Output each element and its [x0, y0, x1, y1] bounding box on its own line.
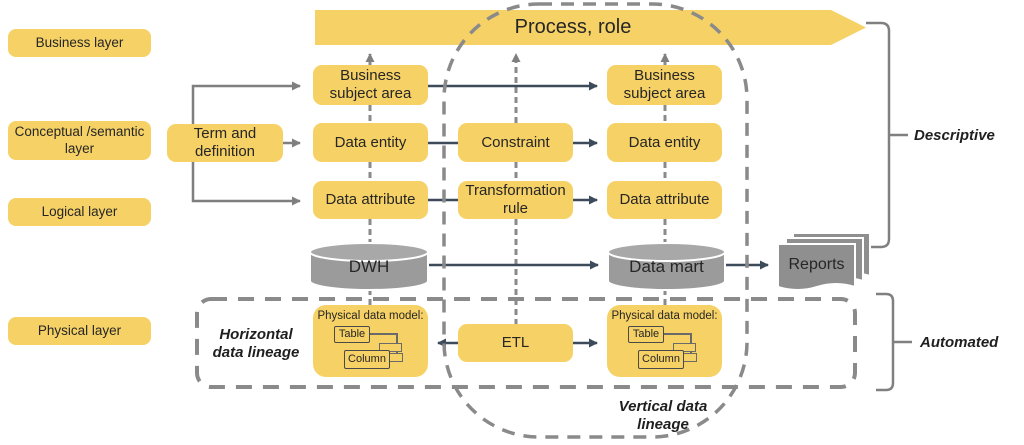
mini-column-box: Column [638, 350, 684, 369]
automated-bracket [876, 292, 912, 392]
box-data-entity-left: Data entity [313, 123, 428, 162]
mini-rect [379, 343, 402, 352]
mini-column-box: Column [344, 350, 390, 369]
box-constraint: Constraint [458, 123, 573, 162]
layer-label-business: Business layer [8, 29, 151, 57]
layer-label-logical: Logical layer [8, 198, 151, 226]
box-etl: ETL [458, 324, 573, 362]
process-role-label: Process, role [514, 16, 632, 38]
box-data-attribute-left: Data attribute [313, 181, 428, 219]
annotation-descriptive: Descriptive [914, 127, 995, 144]
mini-table-box: Table [628, 326, 664, 343]
data-mart-label: Data mart [629, 257, 704, 276]
mini-connector [664, 333, 692, 335]
layer-label-conceptual: Conceptual /semantic layer [8, 121, 151, 160]
mini-rect [388, 353, 403, 362]
box-business-subject-area-right: Business subject area [607, 65, 722, 105]
annotation-horizontal-lineage: Horizontal data lineage [212, 326, 300, 362]
dwh-cylinder-icon [309, 242, 429, 291]
reports-label: Reports [788, 256, 845, 273]
box-term-and-definition: Term and definition [167, 124, 283, 162]
annotation-automated: Automated [920, 334, 999, 351]
box-data-attribute-right: Data attribute [607, 181, 722, 219]
mini-table-box: Table [334, 326, 370, 343]
box-business-subject-area-left: Business subject area [313, 65, 428, 105]
box-data-entity-right: Data entity [607, 123, 722, 162]
vertical-connectors [365, 53, 670, 324]
physical-data-model-title: Physical data model: [317, 310, 424, 322]
layer-label-physical: Physical layer [8, 317, 151, 345]
term-definition-connectors [191, 81, 301, 206]
data-mart-cylinder-icon [607, 242, 726, 291]
annotation-vertical-lineage: Vertical data lineage [618, 398, 708, 434]
box-physical-data-model-right: Physical data model: Table Column [607, 305, 722, 377]
mini-rect [682, 353, 697, 362]
process-role-banner-shape [315, 10, 866, 45]
reports-documents-icon [777, 232, 871, 291]
mini-rect [673, 343, 696, 352]
vertical-lineage-outline [442, 2, 749, 439]
horizontal-lineage-outline [195, 297, 857, 389]
physical-data-model-title: Physical data model: [611, 310, 718, 322]
mini-connector [370, 333, 398, 335]
box-transformation-rule: Transformation rule [458, 181, 573, 219]
descriptive-bracket [866, 21, 908, 249]
box-physical-data-model-left: Physical data model: Table Column [313, 305, 428, 377]
dwh-label: DWH [348, 257, 390, 276]
